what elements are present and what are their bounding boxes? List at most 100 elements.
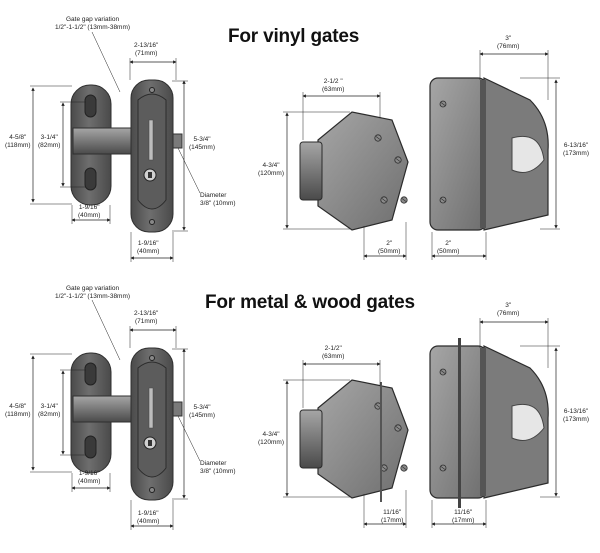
section-title-vinyl: For vinyl gates [228, 26, 360, 47]
latch-side-knob [511, 403, 545, 441]
dim-width-small: 1-9/16" (40mm) [78, 204, 100, 219]
dim-text: 2" [445, 240, 452, 247]
dim-text-mm: (173mm) [563, 415, 590, 423]
body-screw-top [149, 87, 155, 93]
screw-slot [395, 158, 401, 162]
body-screw-top [149, 355, 155, 361]
dim-text: 1-9/16" [78, 470, 100, 477]
receiver-mount [299, 141, 323, 201]
dim-text-mm: (40mm) [137, 517, 160, 525]
dim-text-mm: (118mm) [5, 141, 31, 149]
dim-text: 5-3/4" [193, 136, 211, 143]
screw-slot [440, 466, 446, 470]
screw-slot [440, 198, 446, 202]
key-hole [148, 440, 152, 446]
dim-text-mm: (63mm) [322, 352, 345, 360]
dim-text-mm: (82mm) [38, 410, 61, 418]
dim-diameter: Diameter 3/8" (10mm) [200, 460, 236, 475]
plate-slot-top [84, 94, 97, 118]
dim-text-mm: (145mm) [189, 411, 216, 419]
dim-text: 6-13/16" [563, 408, 589, 415]
dim-receiver-width: 2-1/2 " (63mm) [322, 78, 344, 93]
screw-slot [381, 466, 387, 470]
dim-text-mm: (120mm) [258, 438, 285, 446]
dim-text-mm: (50mm) [437, 247, 460, 255]
dim-text: 4-3/4" [262, 431, 280, 438]
dim-text: 4-5/8" [9, 134, 27, 141]
plate-slot-bottom [84, 435, 97, 459]
receiver-body [317, 379, 409, 499]
body-screw-bottom [149, 219, 155, 225]
dim-text-mm: (82mm) [38, 141, 61, 149]
screw-slot [381, 198, 387, 202]
latch-arm [72, 395, 134, 423]
dim-text-mm: (71mm) [134, 317, 158, 325]
dim-text: 1-9/16" [137, 510, 159, 517]
gap-label-text: Gate gap variation [65, 16, 120, 23]
screw-slot [375, 136, 381, 140]
dim-text-mm: 3/8" (10mm) [200, 199, 236, 207]
body-screw-bottom [149, 487, 155, 493]
dim-text: 1-9/16" [137, 240, 159, 247]
key-hole [148, 172, 152, 178]
dim-text: 2-1/2" [324, 345, 342, 352]
dim-latch-height: 6-13/16" (173mm) [563, 408, 589, 423]
dim-latch-depth: 11/16" (17mm) [452, 509, 474, 524]
dim-text: Diameter [200, 192, 227, 199]
dim-latch-height: 6-13/16" (173mm) [563, 142, 589, 157]
screw-slot [440, 370, 446, 374]
dim-text-mm: 3/8" (10mm) [200, 467, 236, 475]
plate-slot-bottom [84, 167, 97, 191]
dim-height-inner: 3-1/4" (82mm) [38, 403, 60, 418]
dim-width-small: 1-9/16" (40mm) [78, 470, 100, 485]
dim-text: 6-13/16" [563, 142, 589, 149]
dim-diameter: Diameter 3/8" (10mm) [200, 192, 236, 207]
dim-text: 3-1/4" [40, 134, 58, 141]
dim-receiver-width: 2-1/2" (63mm) [322, 345, 344, 360]
latch-arm [72, 127, 134, 155]
dim-text-mm: (71mm) [134, 49, 158, 57]
dim-text-mm: (118mm) [5, 410, 31, 418]
section-title-metal-wood: For metal & wood gates [205, 292, 415, 313]
dim-width-top: 2-13/16" (71mm) [134, 310, 158, 325]
dim-text: Diameter [200, 460, 227, 467]
dim-latch-depth: 2" (50mm) [437, 240, 459, 255]
dim-text-mm: (173mm) [563, 149, 590, 157]
latch-side-edge [480, 80, 486, 228]
dim-text: 3-1/4" [40, 403, 58, 410]
extension-line [91, 299, 121, 361]
dim-height-outer: 4-5/8" (118mm) [5, 134, 31, 149]
mounting-bracket [458, 338, 461, 508]
dim-receiver-height: 4-3/4" (120mm) [258, 431, 284, 446]
dim-text-mm: (76mm) [497, 309, 520, 317]
dim-text-mm: (50mm) [378, 247, 401, 255]
dim-receiver-depth: 2" (50mm) [378, 240, 400, 255]
gap-value: 1/2"-1-1/2" (13mm-38mm) [55, 292, 131, 300]
dim-text: 2-1/2 " [323, 78, 343, 85]
dim-text-mm: (17mm) [381, 516, 404, 524]
dim-width-top: 2-13/16" (71mm) [134, 42, 158, 57]
latch-side-knob [511, 135, 545, 173]
extension-line [91, 31, 121, 93]
latch-side-edge [480, 348, 486, 496]
dim-text: 2-13/16" [134, 310, 159, 317]
dim-height-inner: 3-1/4" (82mm) [38, 134, 60, 149]
dim-text: 4-5/8" [9, 403, 27, 410]
dim-text-mm: (120mm) [258, 169, 285, 177]
dim-text: 11/16" [454, 509, 473, 516]
dim-text-mm: (40mm) [137, 247, 160, 255]
dim-width-bottom: 1-9/16" (40mm) [137, 510, 159, 525]
dim-text-mm: (63mm) [322, 85, 345, 93]
dim-text: 11/16" [383, 509, 402, 516]
dim-receiver-depth: 11/16" (17mm) [381, 509, 403, 524]
gap-label: Gate gap variation 1/2"-1-1/2" (13mm-38m… [55, 285, 130, 300]
dim-height-body: 5-3/4" (145mm) [189, 136, 215, 151]
screw-slot [401, 466, 407, 470]
dim-height-outer: 4-5/8" (118mm) [5, 403, 31, 418]
receiver-body [317, 111, 409, 231]
latch-pin [148, 119, 154, 161]
dim-text-mm: (76mm) [497, 42, 520, 50]
screw-slot [440, 102, 446, 106]
